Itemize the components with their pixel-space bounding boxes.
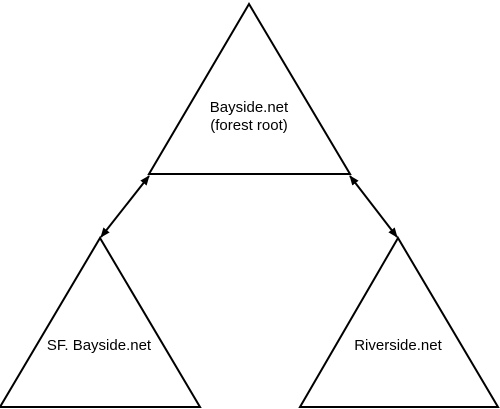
domain-triangle-root: [147, 2, 352, 175]
domain-node-right: Riverside.net: [298, 236, 500, 408]
domain-label-right: Riverside.net: [354, 337, 442, 354]
domain-node-left: SF. Bayside.net: [0, 236, 202, 408]
trust-arrow-root-left: [100, 175, 150, 238]
trust-arrow-root-right: [349, 175, 398, 238]
domain-triangle-left: [0, 236, 202, 408]
domain-label-root-role: (forest root): [210, 117, 288, 134]
domain-label-root-name: Bayside.net: [210, 99, 289, 116]
domain-label-left: SF. Bayside.net: [47, 337, 152, 354]
domain-node-root: Bayside.net (forest root): [147, 2, 352, 175]
domain-triangle-right: [298, 236, 500, 408]
